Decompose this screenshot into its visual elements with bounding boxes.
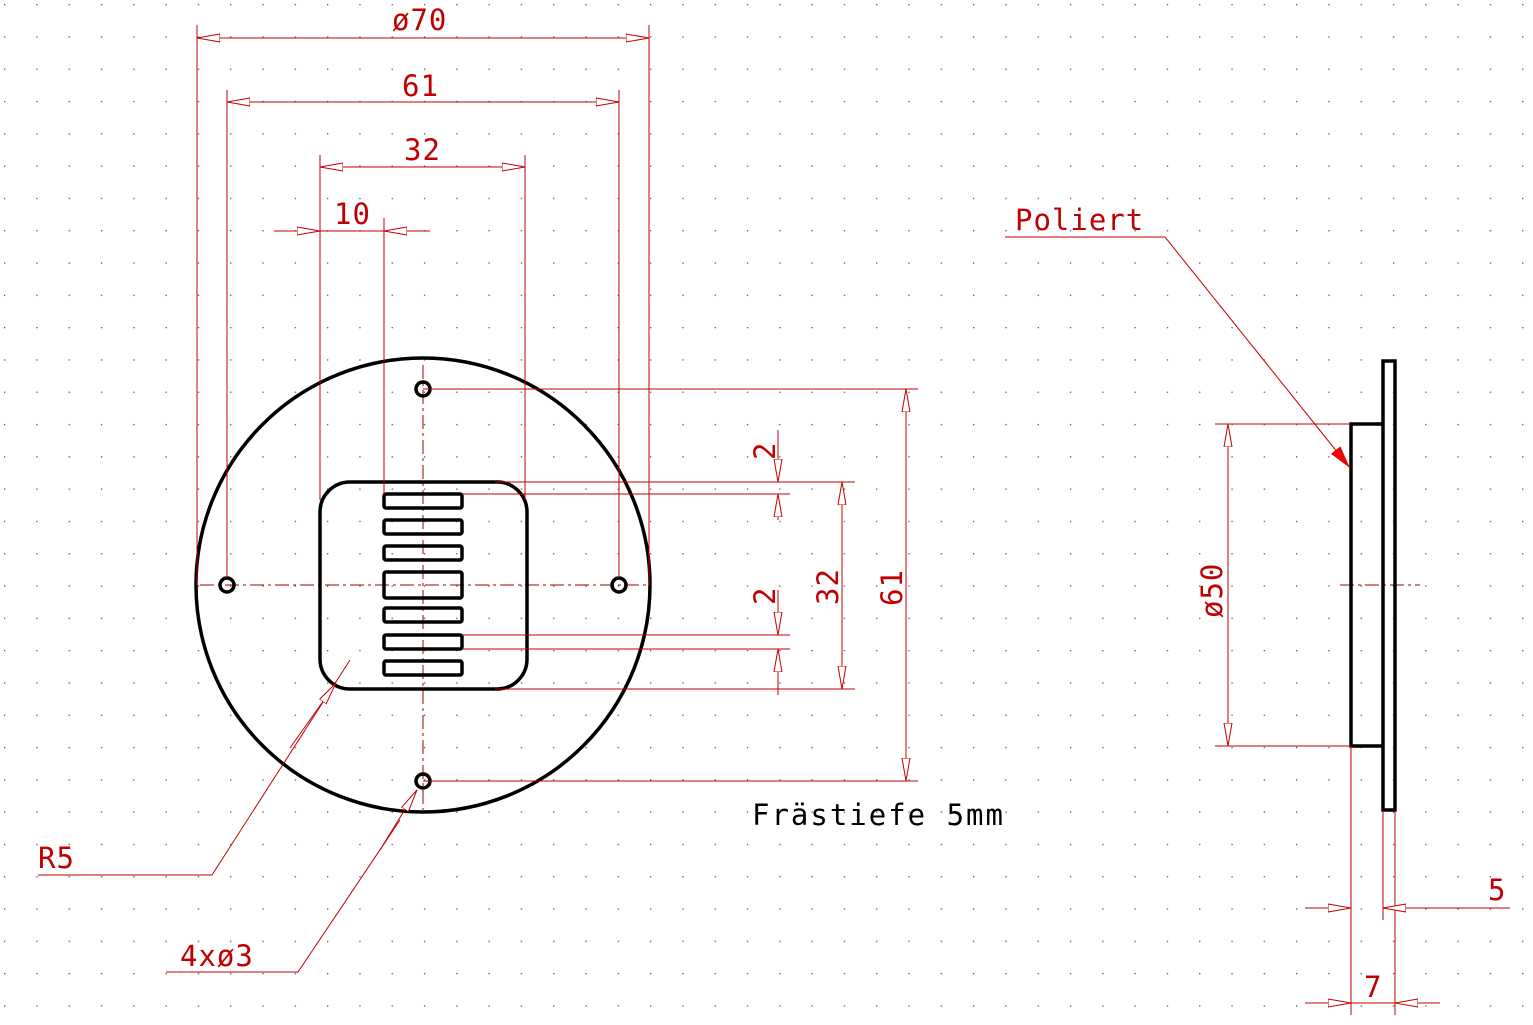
note-radius: R5	[38, 841, 75, 875]
plate	[1381, 359, 1397, 812]
dim-pocket-width: 32	[404, 133, 441, 167]
boss	[1349, 422, 1383, 748]
side-view	[1349, 359, 1397, 812]
slots	[382, 492, 464, 677]
dim-pocket-height: 32	[811, 568, 845, 605]
dim-outer-diameter: ø70	[392, 3, 447, 37]
outer-disc	[194, 356, 652, 814]
dim-slot-gap-bottom: 2	[748, 587, 782, 605]
dim-slot-gap-top: 2	[748, 442, 782, 460]
dim-slot-offset: 10	[334, 197, 371, 231]
dim-hole-spacing-h: 61	[402, 69, 439, 103]
dim-total-thickness: 7	[1364, 970, 1382, 1004]
dim-boss-diameter: ø50	[1195, 563, 1229, 618]
dimensions-front: ø70 61 32 10 61 32 2 2 R5	[38, 3, 1005, 973]
note-holes: 4xø3	[180, 939, 254, 973]
note-polished: Poliert	[1015, 203, 1144, 237]
pocket	[318, 480, 529, 691]
dimensions-side: Poliert ø50 5 7	[1005, 203, 1510, 1015]
dim-plate-thickness: 5	[1488, 873, 1506, 907]
note-mill-depth: Frästiefe 5mm	[752, 798, 1005, 832]
dim-hole-spacing-v: 61	[875, 569, 909, 606]
center-lines	[200, 365, 1420, 810]
